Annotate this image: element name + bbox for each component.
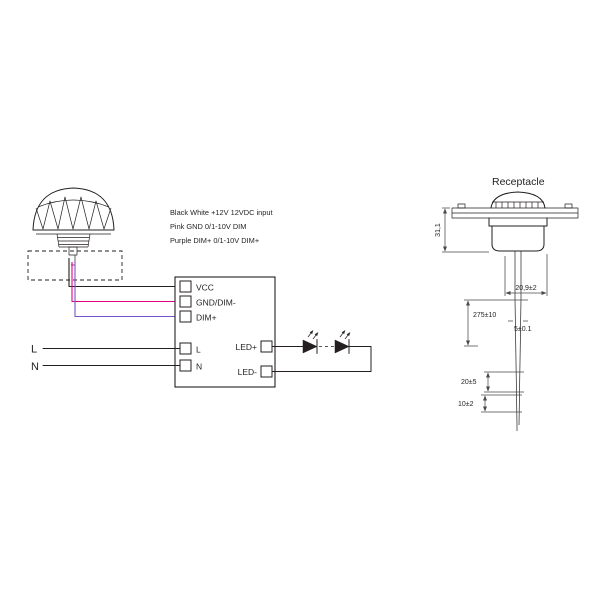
led-driver-box: VCC GND/DIM- DIM+ L N LED+ LED- — [174, 276, 276, 388]
led-emission-arrow — [339, 330, 346, 338]
led-symbol-1 — [302, 330, 319, 354]
led-emission-arrow — [307, 330, 314, 338]
sensor-stem — [68, 246, 78, 266]
dim-strip-outer-label: 20±5 — [461, 379, 477, 386]
terminal-gnd-dim-label: GND/DIM- — [196, 298, 236, 308]
wire-purple-dim — [74, 262, 180, 318]
sensor-lens-band — [37, 199, 110, 208]
note-pink: Pink GND 0/1-10V DIM — [170, 222, 246, 231]
led-output-circuit — [271, 330, 372, 372]
terminal-led-minus-label: LED- — [238, 367, 258, 377]
dim-height: 31,1 — [435, 207, 489, 253]
terminal-n — [179, 359, 192, 372]
sensor-lens-facets — [35, 196, 112, 230]
dim-strip-outer: 20±5 — [461, 371, 524, 393]
sensor-thread-neck — [56, 233, 91, 248]
mains-neutral-label: N — [31, 361, 39, 373]
dim-strip-inner-label: 10±2 — [458, 401, 474, 408]
dim-cable-length-label: 275±10 — [473, 312, 496, 319]
dim-wire-diameter: 5±0.1 — [508, 320, 532, 333]
dim-height-label: 31,1 — [435, 223, 442, 237]
terminal-n-label: N — [196, 362, 202, 372]
led-minus-return-wire — [271, 346, 372, 372]
receptacle-dome — [490, 191, 546, 209]
dim-strip-inner: 10±2 — [458, 394, 522, 413]
receptacle-body — [491, 225, 545, 252]
wire-pink-gnd-dim — [71, 262, 180, 303]
receptacle-screw-left — [457, 203, 466, 209]
terminal-vcc — [179, 280, 192, 293]
terminal-led-plus — [260, 340, 273, 353]
note-black-white: Black White +12V 12VDC input — [170, 208, 273, 217]
note-purple: Purple DIM+ 0/1-10V DIM+ — [170, 236, 259, 245]
led-emission-arrow — [344, 332, 351, 340]
receptacle-drawing: Receptacle 31,1 20,9±2 275±1 — [435, 176, 579, 431]
mains-live-label: L — [31, 344, 37, 356]
wire-black-vcc — [68, 258, 180, 288]
dim-width-label: 20,9±2 — [515, 285, 536, 292]
receptacle-collar — [488, 217, 548, 227]
terminal-led-plus-label: LED+ — [236, 342, 258, 352]
receptacle-knurl-band — [492, 201, 544, 208]
receptacle-title: Receptacle — [492, 176, 545, 188]
dim-cable-length: 275±10 — [464, 299, 528, 347]
led-symbol-2 — [334, 330, 351, 354]
wiring-notes: Black White +12V 12VDC input Pink GND 0/… — [170, 208, 273, 245]
receptacle-screw-right — [564, 203, 573, 209]
receptacle-cable — [514, 251, 522, 431]
terminal-led-minus — [260, 365, 273, 378]
terminal-dim-plus-label: DIM+ — [196, 313, 217, 323]
dim-width: 20,9±2 — [504, 254, 548, 296]
terminal-dim-plus — [179, 310, 192, 323]
terminal-gnd-dim — [179, 295, 192, 308]
sensor-dome-outline — [32, 187, 115, 231]
driver-outline — [174, 276, 276, 388]
terminal-l-label: L — [196, 345, 201, 355]
mains-input: L N — [31, 344, 181, 373]
led-emission-arrow — [312, 332, 319, 340]
dim-wire-diameter-label: 5±0.1 — [514, 326, 532, 333]
terminal-vcc-label: VCC — [196, 283, 214, 293]
terminal-l — [179, 342, 192, 355]
